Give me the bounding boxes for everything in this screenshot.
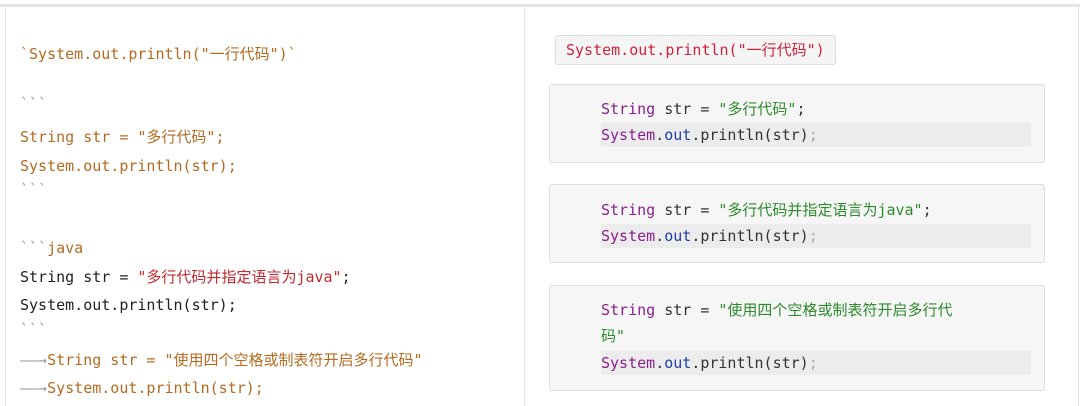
editor-fence-open[interactable]: ``` (20, 95, 48, 113)
tab-marker-icon: ——→ (20, 379, 48, 397)
editor-indented-line[interactable]: ——→String str = "使用四个空格或制表符开启多行代码" (20, 351, 423, 369)
top-divider (0, 4, 1080, 7)
preview-code-block-3: String str = "使用四个空格或制表符开启多行代 码" System.… (549, 285, 1045, 391)
editor-fence-close[interactable]: ``` (20, 321, 48, 339)
preview-pane (524, 7, 1079, 406)
editor-code-line[interactable]: String str = "多行代码"; (20, 128, 225, 146)
preview-inline-code: System.out.println("一行代码") (555, 35, 836, 65)
tab-marker-icon: ——→ (20, 351, 48, 369)
preview-code-block-2: String str = "多行代码并指定语言为java"; System.ou… (549, 184, 1045, 263)
editor-code-line[interactable]: System.out.println(str); (20, 157, 237, 175)
fence-ticks: ``` (20, 239, 48, 257)
fence-language: java (47, 239, 84, 257)
markdown-editor-pane[interactable] (5, 7, 525, 406)
editor-code-line[interactable]: String str = "多行代码并指定语言为java"; (20, 268, 351, 286)
editor-fence-close[interactable]: ``` (20, 181, 48, 199)
editor-code-line[interactable]: System.out.println(str); (20, 296, 237, 314)
editor-fence-open-java[interactable]: ```java (20, 238, 83, 258)
editor-indented-line[interactable]: ——→System.out.println(str); (20, 379, 264, 397)
preview-code-block-1: String str = "多行代码"; System.out.println(… (549, 84, 1045, 163)
editor-line-inline-code[interactable]: `System.out.println("一行代码")` (20, 45, 297, 63)
